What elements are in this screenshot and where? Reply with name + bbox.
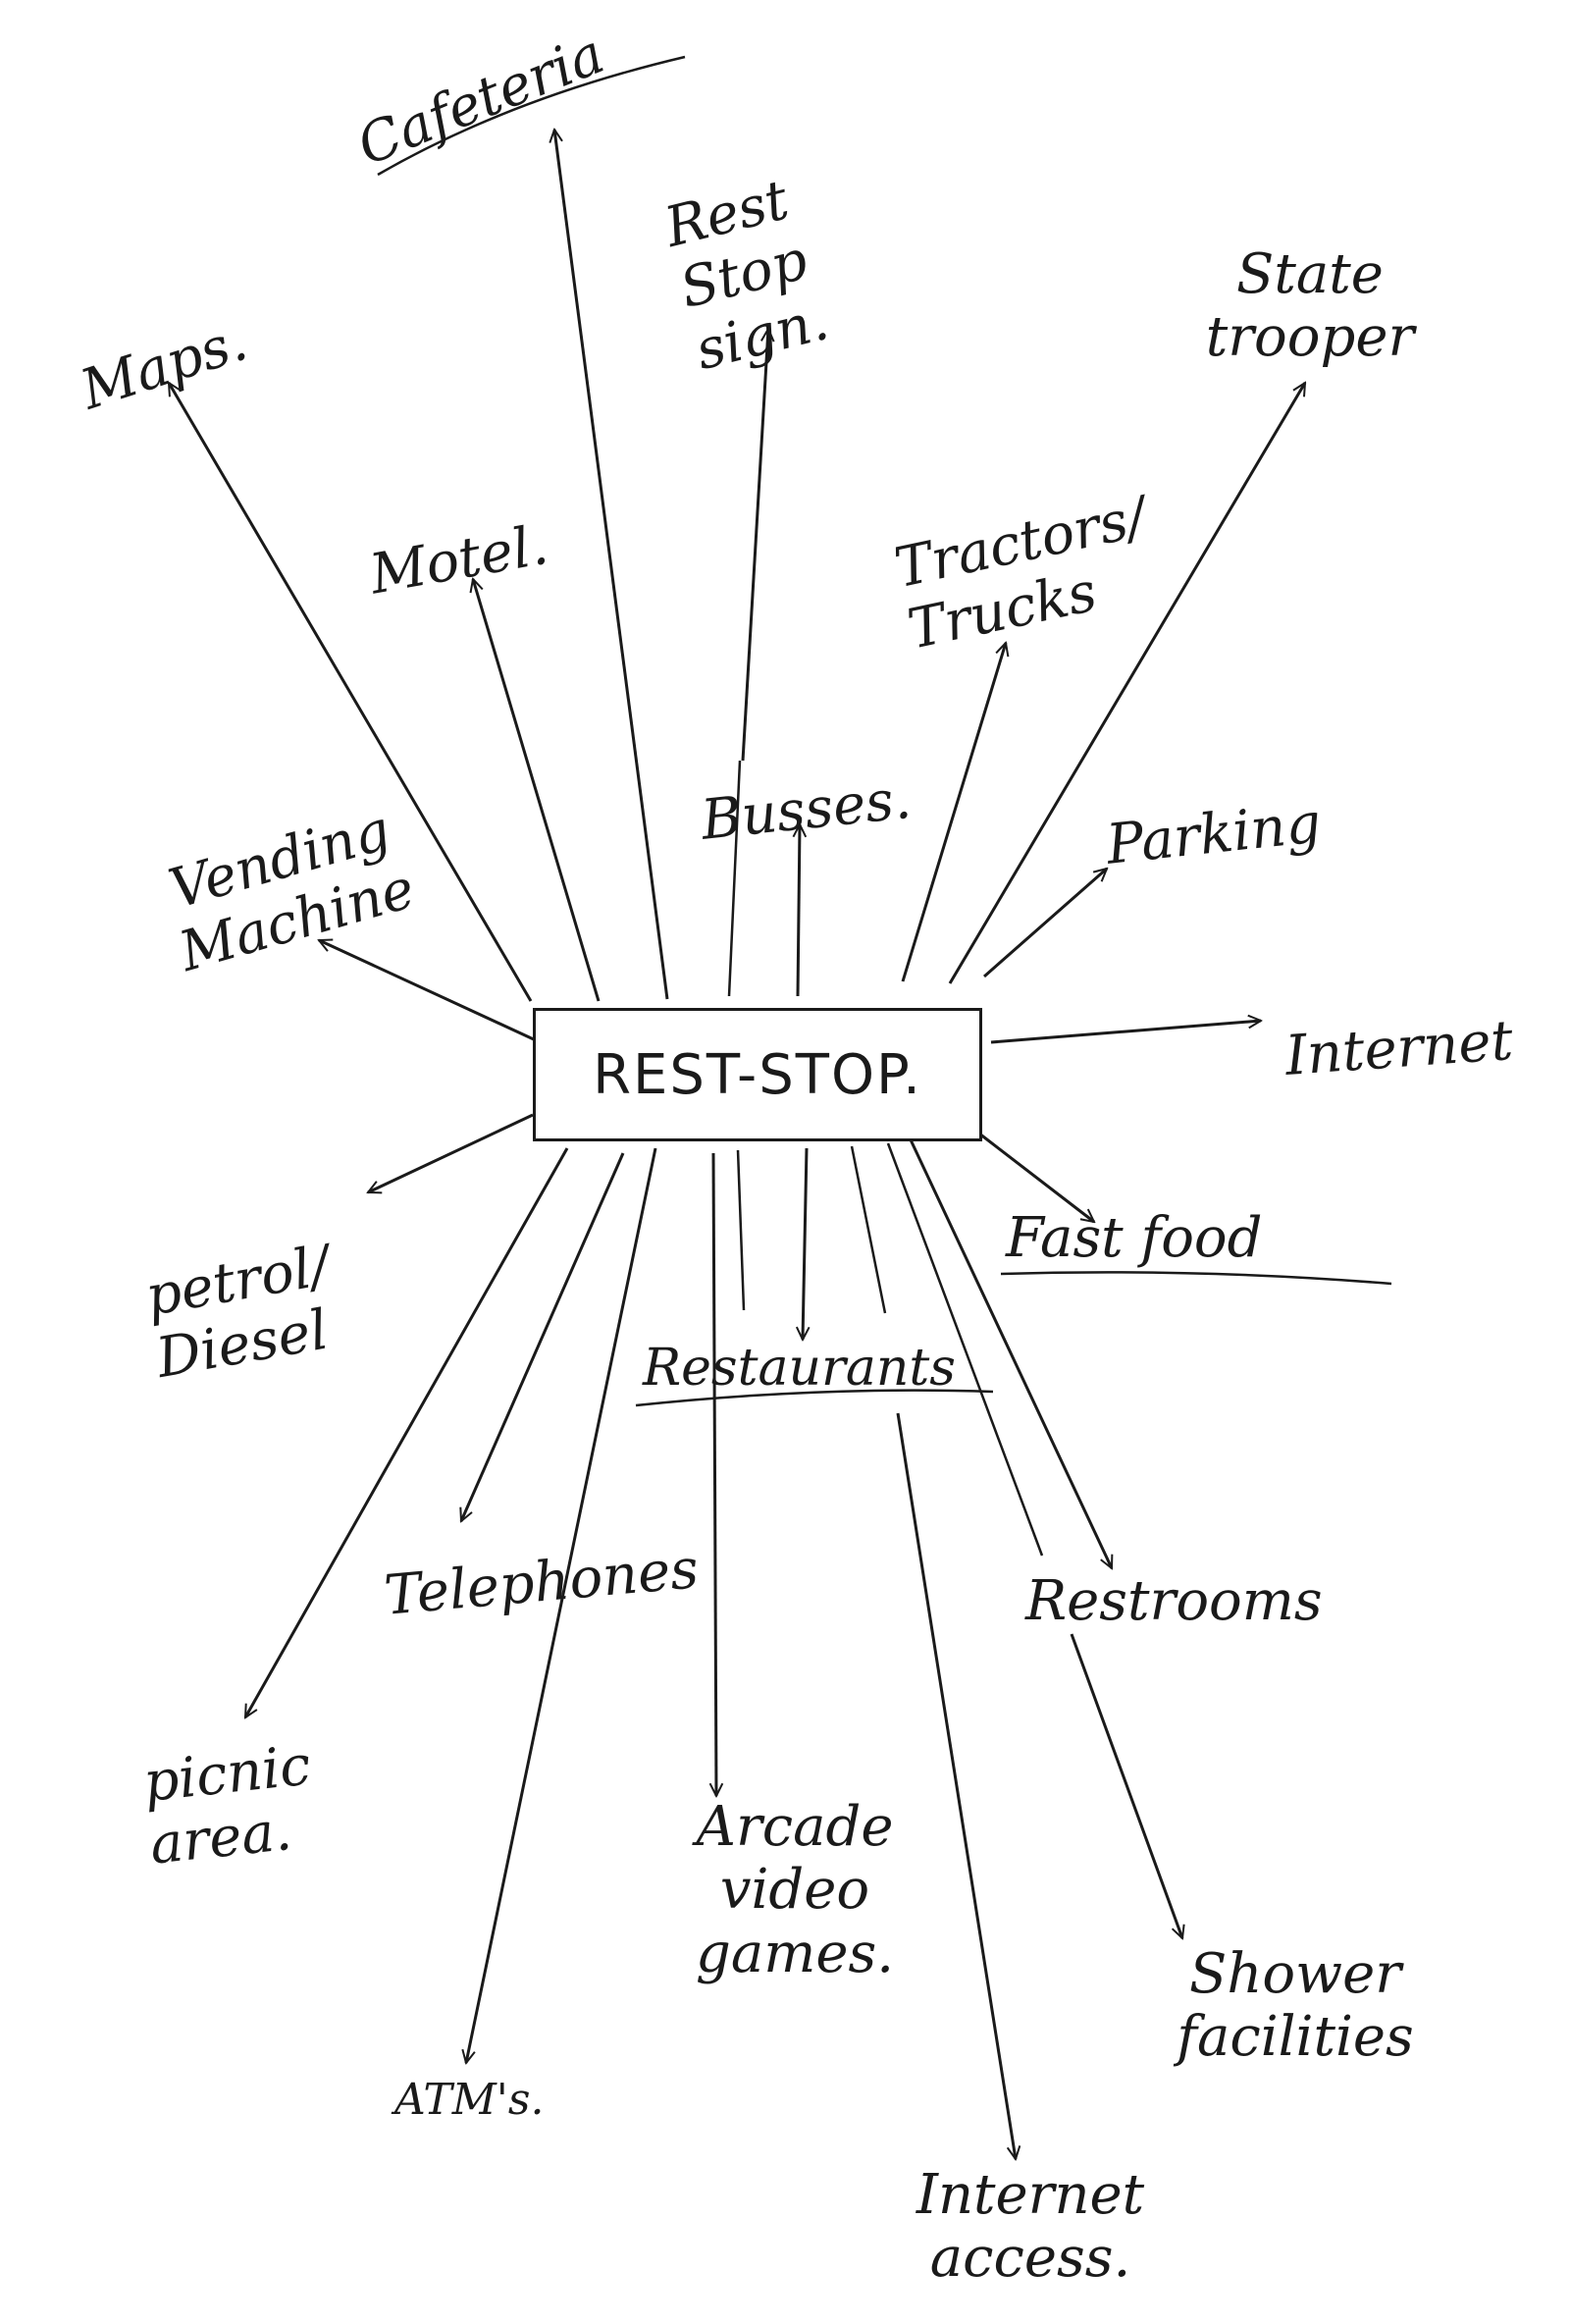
- extra-stroke-restaurants-1: [736, 1149, 746, 1311]
- connector-vending-machine: [319, 940, 537, 1042]
- central-node-label: REST-STOP.: [593, 1042, 922, 1107]
- node-fast-food: Fast food: [1006, 1206, 1263, 1270]
- node-state-trooper: State trooper: [1205, 242, 1415, 370]
- node-restrooms: Restrooms: [1025, 1569, 1323, 1633]
- extra-stroke-tractors: [727, 760, 742, 997]
- connector-arcade-video-games: [713, 1152, 716, 1796]
- connector-restaurants: [803, 1147, 807, 1340]
- connector-picnic-area: [243, 1147, 569, 1717]
- connector-internet: [990, 1021, 1261, 1044]
- connector-busses: [798, 824, 800, 997]
- connector-parking: [983, 869, 1107, 978]
- connector-maps: [167, 383, 533, 1002]
- node-arcade-video-games: Arcade video games.: [695, 1795, 894, 1985]
- connector-telephones: [461, 1152, 625, 1521]
- connector-cafeteria: [554, 130, 669, 1000]
- underline-cafeteria: [377, 55, 686, 177]
- connector-motel: [473, 579, 601, 1002]
- connector-atms: [466, 1147, 657, 2063]
- connector-shower-facilities: [1070, 1633, 1182, 1938]
- connector-state-trooper: [948, 383, 1307, 984]
- connector-internet-access: [896, 1412, 1016, 2159]
- node-restaurants: Restaurants: [643, 1339, 956, 1398]
- connector-petrol-diesel: [368, 1113, 534, 1194]
- connector-fast-food: [978, 1132, 1094, 1222]
- extra-stroke-restaurants-2: [850, 1145, 887, 1314]
- extra-stroke-restrooms-1: [886, 1142, 1044, 1557]
- connector-tractors-trucks: [901, 643, 1006, 982]
- central-node-box: REST-STOP.: [533, 1008, 982, 1141]
- node-internet-access: Internet access.: [916, 2163, 1145, 2291]
- node-picnic-area: picnic area.: [140, 1733, 314, 1878]
- node-shower-facilities: Shower facilities: [1177, 1942, 1414, 2070]
- underline-restaurants: [635, 1389, 994, 1407]
- connector-rest-stop-sign: [741, 329, 768, 762]
- underline-fast-food: [1000, 1271, 1392, 1286]
- node-atms: ATM's.: [394, 2075, 545, 2125]
- connector-restrooms: [906, 1133, 1114, 1568]
